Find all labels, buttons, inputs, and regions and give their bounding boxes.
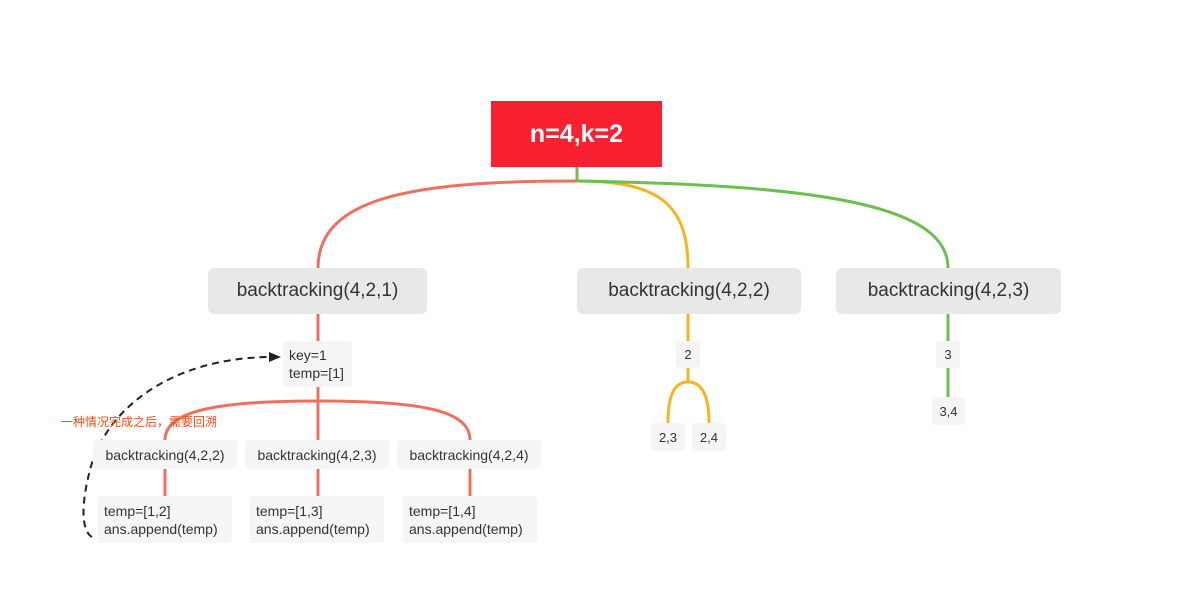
- backtrack-arrowhead: [269, 352, 281, 362]
- branch2-state-node: 2: [676, 341, 700, 368]
- branch1-child1-node: backtracking(4,2,2): [93, 440, 237, 469]
- branch3-state-node: 3: [936, 341, 960, 368]
- branch1-child2-result: temp=[1,3] ans.append(temp): [250, 496, 384, 543]
- root-label: n=4,k=2: [529, 119, 624, 148]
- edge-root-to-branch1: [316, 179, 578, 269]
- branch1-child1-result: temp=[1,2] ans.append(temp): [98, 496, 232, 543]
- branch3-state-label: 3: [944, 347, 952, 362]
- branch2-state-label: 2: [684, 347, 692, 362]
- branch2-leaf1-label: 2,3: [658, 429, 678, 445]
- edge-branch1-fan-left: [163, 399, 319, 441]
- branch2-leaf2-node: 2,4: [692, 423, 726, 451]
- root-node: n=4,k=2: [491, 101, 662, 167]
- branch2-node: backtracking(4,2,2): [577, 268, 801, 314]
- branch3-node: backtracking(4,2,3): [836, 268, 1061, 314]
- edge-branch1-fan-right: [317, 399, 472, 441]
- branch1-child3-label: backtracking(4,2,4): [409, 446, 529, 463]
- branch2-leaf1-node: 2,3: [651, 423, 685, 451]
- branch1-child1-result-text: temp=[1,2] ans.append(temp): [104, 502, 218, 537]
- branch3-leaf-node: 3,4: [932, 397, 965, 425]
- branch2-leaf2-label: 2,4: [699, 429, 719, 445]
- branch1-state-label: key=1 temp=[1]: [289, 347, 344, 381]
- branch1-child1-label: backtracking(4,2,2): [105, 446, 225, 463]
- branch1-child3-result: temp=[1,4] ans.append(temp): [403, 496, 537, 543]
- edge-root-to-branch2: [576, 179, 690, 269]
- edge-root-to-branch3: [576, 179, 950, 269]
- branch1-child3-node: backtracking(4,2,4): [397, 440, 541, 469]
- branch2-label: backtracking(4,2,2): [608, 280, 770, 301]
- branch1-node: backtracking(4,2,1): [208, 268, 427, 314]
- branch1-state-node: key=1 temp=[1]: [283, 341, 352, 387]
- branch1-label: backtracking(4,2,1): [236, 280, 399, 301]
- branch1-child3-result-text: temp=[1,4] ans.append(temp): [409, 502, 523, 537]
- branch3-label: backtracking(4,2,3): [867, 280, 1030, 301]
- branch1-child2-node: backtracking(4,2,3): [245, 440, 389, 469]
- backtrack-annotation: 一种情况完成之后，需要回溯: [61, 415, 218, 429]
- edge-branch2-fork: [666, 380, 711, 424]
- branch3-leaf-label: 3,4: [939, 403, 958, 419]
- branch1-child2-label: backtracking(4,2,3): [257, 446, 377, 463]
- branch1-child2-result-text: temp=[1,3] ans.append(temp): [256, 502, 370, 537]
